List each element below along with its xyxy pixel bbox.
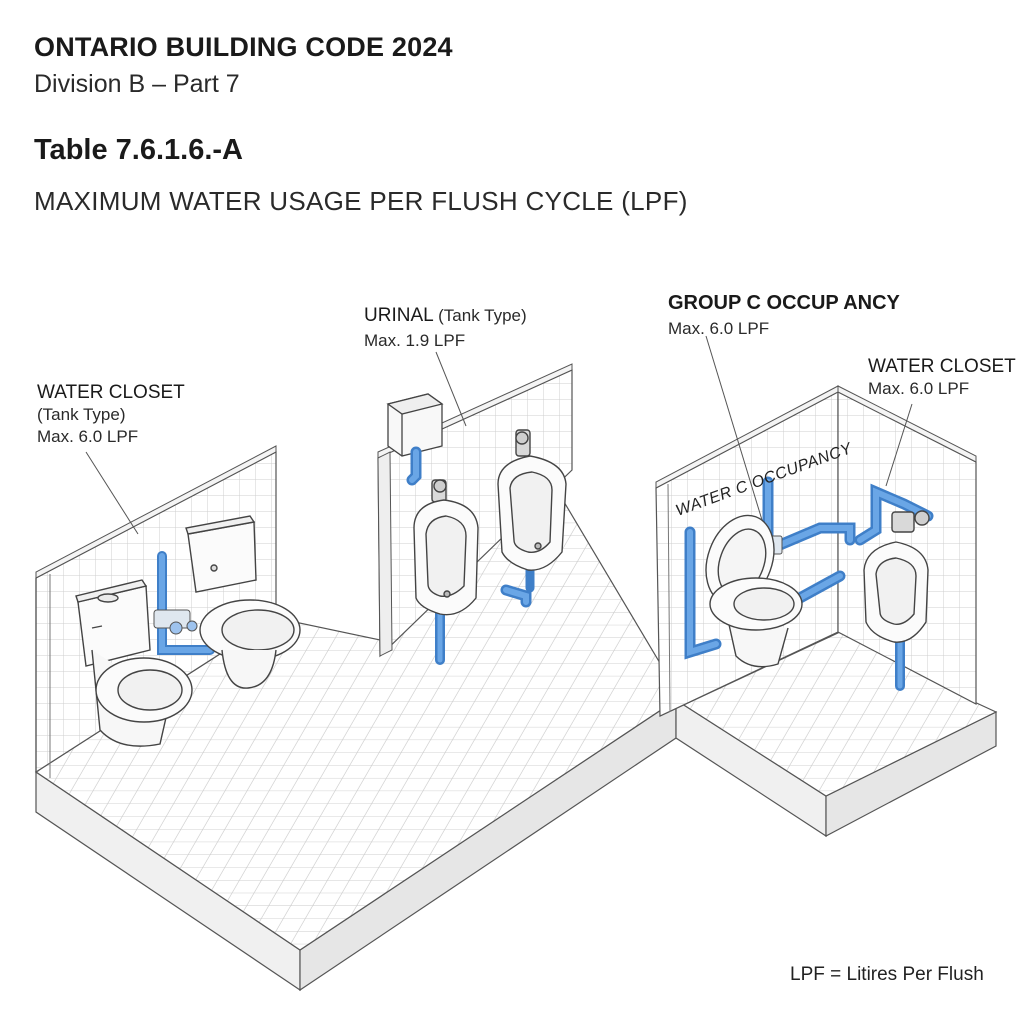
urinal-left: [413, 479, 479, 616]
urinal-right-room: [863, 510, 930, 643]
callout-max: Max. 1.9 LPF: [364, 331, 466, 350]
callout-title: URINAL: [364, 305, 434, 326]
callout-urinal: URINAL (Tank Type) Max. 1.9 LPF: [364, 304, 527, 353]
table-number: Table 7.6.1.6.-A: [34, 134, 243, 166]
water-closet-right: [705, 514, 803, 668]
urinal-right: [497, 429, 567, 571]
left-room-pipes: [153, 551, 215, 655]
callout-water-closet-left: WATER CLOSET (Tank Type) Max. 6.0 LPF: [37, 382, 185, 448]
water-closet-left-back: [185, 515, 301, 689]
callout-max: Max. 6.0 LPF: [37, 427, 139, 446]
callout-title: WATER CLOSET: [868, 356, 1016, 377]
urinal-tank: [386, 393, 444, 457]
callout-title: GROUP C OCCUP ANCY: [668, 292, 900, 314]
callout-type: (Tank Type): [37, 405, 126, 424]
callout-max: Max. 6.0 LPF: [868, 379, 970, 398]
table-title: MAXIMUM WATER USAGE PER FLUSH CYCLE (LPF…: [34, 186, 688, 216]
callout-title: WATER CLOSET: [37, 382, 185, 403]
callout-water-closet-right: WATER CLOSET Max. 6.0 LPF: [868, 356, 1016, 400]
document-title: ONTARIO BUILDING CODE 2024: [34, 32, 453, 62]
right-room-pipes: [684, 476, 934, 691]
water-closet-left-front: [75, 579, 193, 747]
callout-max: Max. 6.0 LPF: [668, 319, 770, 338]
callout-type: (Tank Type): [438, 306, 527, 325]
callout-leaders: [85, 335, 913, 535]
footnote: LPF = Litires Per Flush: [790, 964, 984, 985]
callout-group-c-occupancy: GROUP C OCCUP ANCY Max. 6.0 LPF: [668, 290, 900, 342]
document-subtitle: Division B – Part 7: [34, 70, 240, 98]
